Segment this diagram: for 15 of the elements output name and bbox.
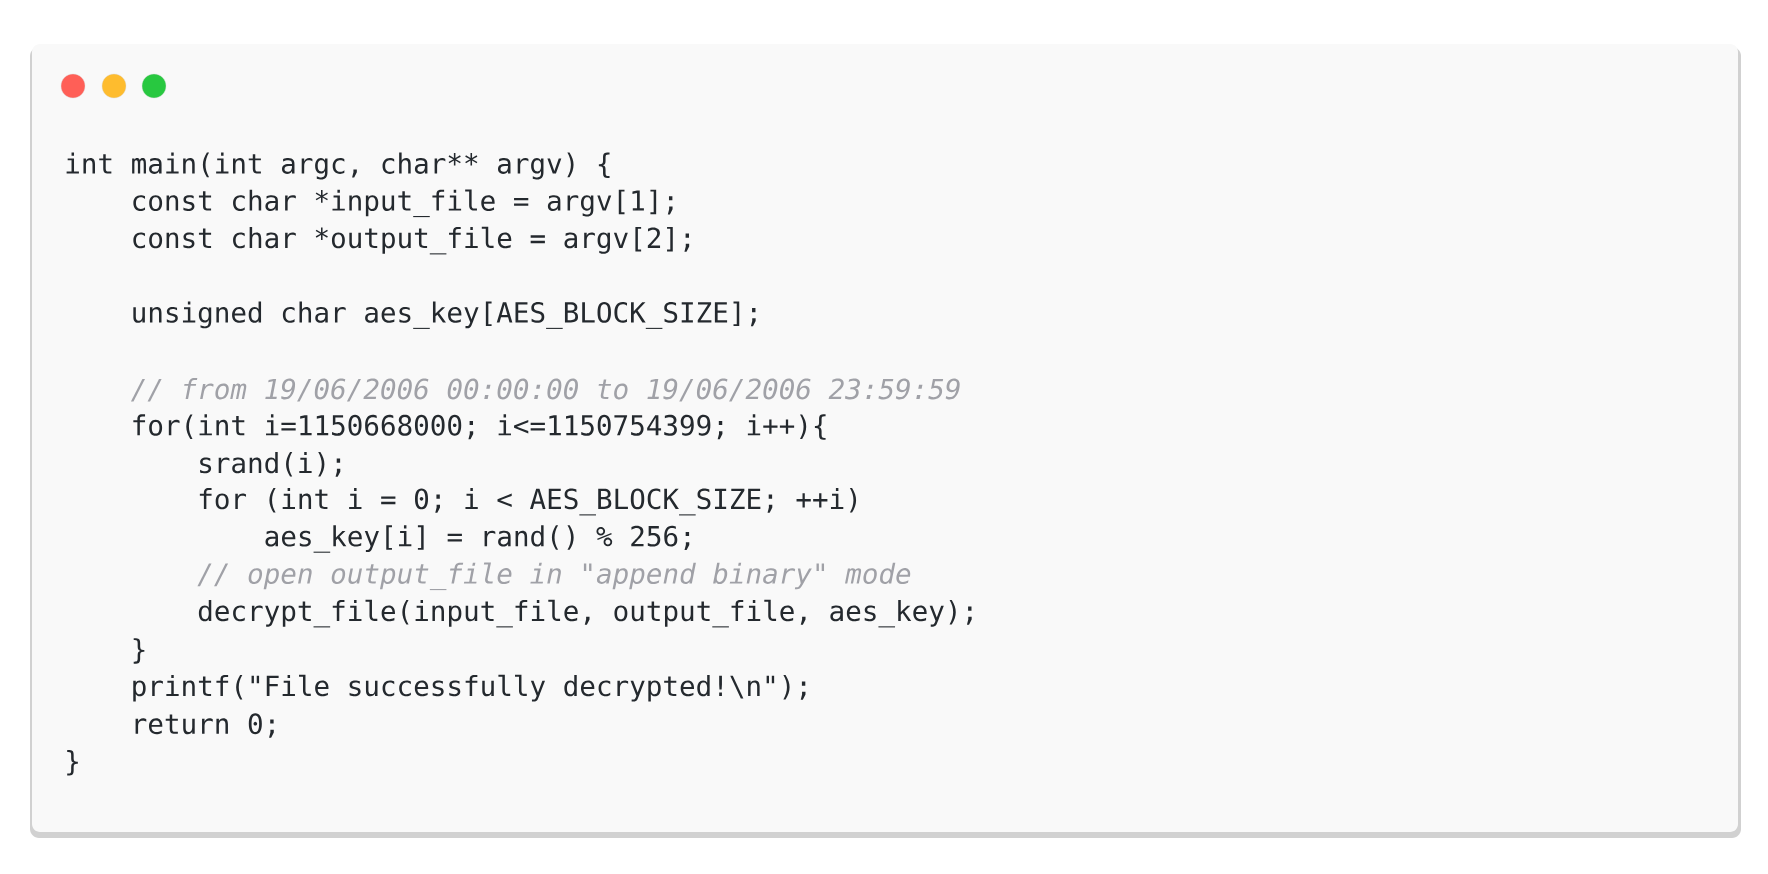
code-comment: // from 19/06/2006 00:00:00 to 19/06/2006 23:59:59 [130,378,960,402]
code-line: aes_key[i] = rand() % 256; [265,525,690,553]
code-line: unsigned char aes_key[AES_BLOCK_SIZE]; [133,301,756,329]
code-line: const char *input_file = argv[1]; [133,189,673,218]
code-line: return 0; [135,713,274,738]
code-comment: // open output_file in "append binary" mode [197,562,911,591]
code-line: decrypt_file(input_file, output_file, aes_key); [198,599,972,628]
code-line: const char *output_file = argv[2]; [133,226,690,255]
code-line: for(int i=1150668000; i<=1150754399; i++){ [133,414,826,440]
code-line: } [67,750,78,776]
code-line: srand(i); [200,452,341,477]
code-line: } [133,638,145,664]
code-line: printf("File successfully decrypted!\n"); [133,674,806,702]
code-line: for (int i = 0; i < AES_BLOCK_SIZE; ++i) [199,487,857,516]
code-line: int main(int argc, char** argv) { [66,152,610,180]
